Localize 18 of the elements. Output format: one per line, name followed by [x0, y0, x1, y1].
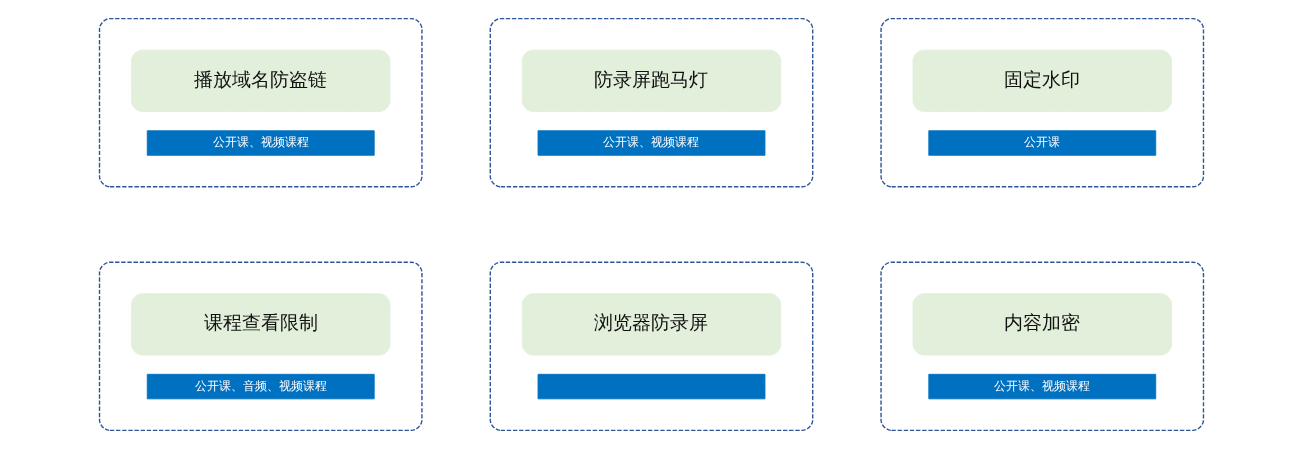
cluster: [489, 261, 813, 432]
node-box: 公开课、音频、视频课程: [146, 373, 375, 400]
node-bar: [537, 373, 765, 400]
node-box: 播放域名防盗链: [130, 49, 390, 112]
node-box: 公开课: [927, 130, 1156, 156]
node-box: 课程查看限制: [130, 293, 390, 356]
cluster: [489, 17, 813, 188]
node-box: 内容加密: [912, 293, 1172, 356]
cluster: [98, 261, 423, 432]
node-box: 浏览器防录屏: [521, 293, 781, 356]
cluster: [879, 17, 1204, 188]
node-box: 防录屏跑马灯: [521, 49, 781, 112]
cluster: [879, 261, 1204, 432]
node-box: 固定水印: [912, 49, 1172, 112]
node-box: 公开课、视频课程: [537, 130, 765, 156]
node-box: 公开课、视频课程: [146, 130, 375, 156]
cluster: [98, 17, 423, 188]
node-box: 公开课、视频课程: [927, 373, 1156, 400]
